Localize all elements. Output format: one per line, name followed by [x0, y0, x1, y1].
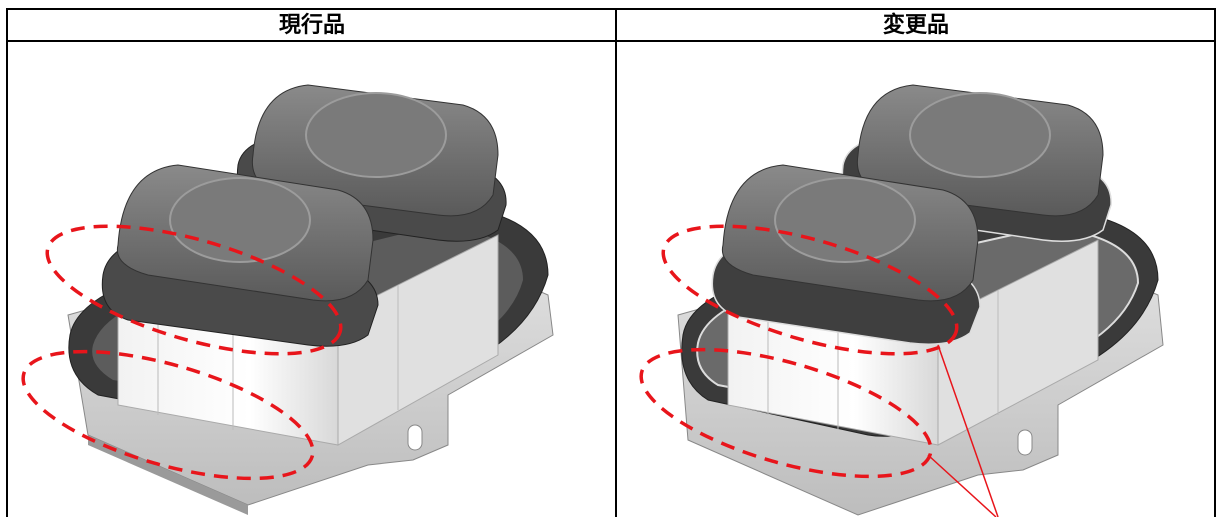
changed-product-image — [639, 84, 1164, 517]
table-border-left — [6, 8, 8, 517]
header-changed-product: 変更品 — [882, 13, 949, 38]
highlight-upper-flange — [45, 224, 343, 356]
table-border-right — [1214, 8, 1216, 517]
highlight-upper-flange — [661, 224, 959, 356]
header-current-product: 現行品 — [278, 13, 345, 38]
comparison-table — [6, 6, 1216, 517]
pointer-line-upper — [937, 344, 999, 517]
highlight-lower-flange — [639, 347, 933, 479]
highlight-lower-flange — [21, 349, 315, 481]
table-border-top — [6, 8, 1216, 10]
current-product-image — [21, 84, 554, 515]
header-separator — [6, 40, 1216, 42]
pointer-line-lower — [927, 454, 997, 517]
table-divider — [615, 8, 617, 517]
